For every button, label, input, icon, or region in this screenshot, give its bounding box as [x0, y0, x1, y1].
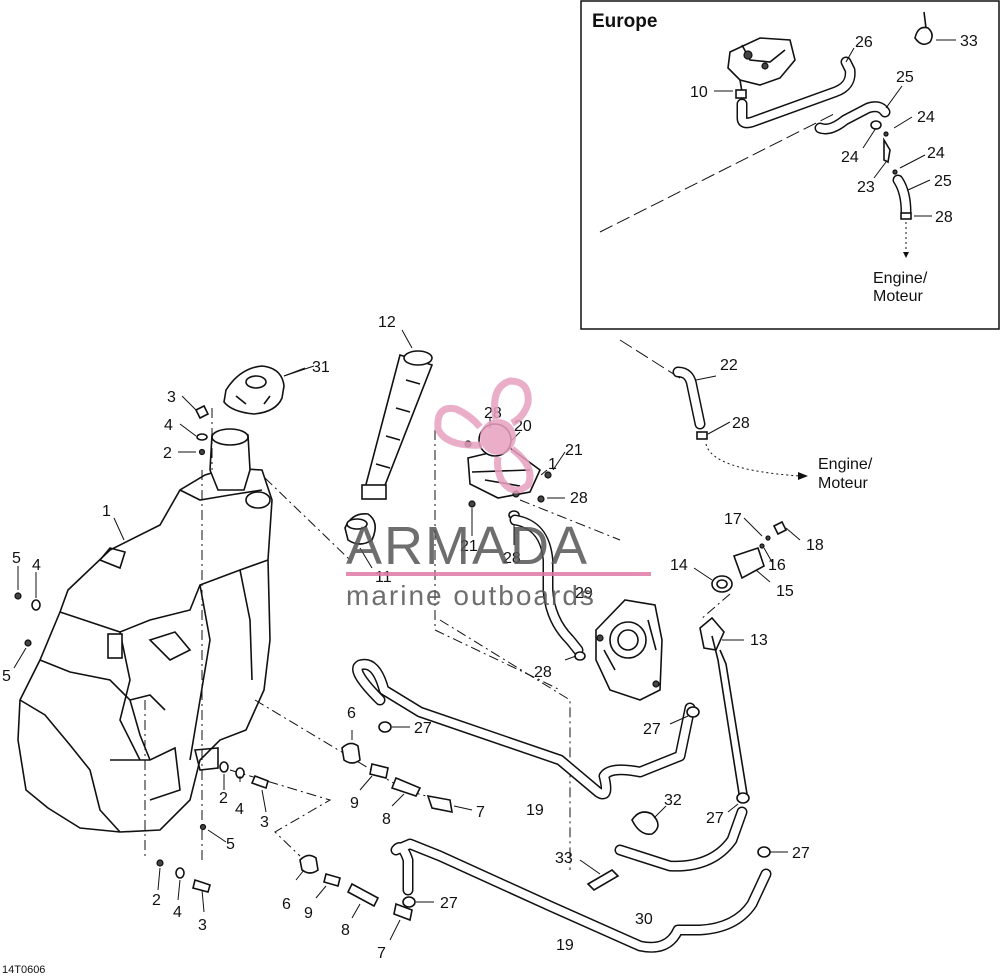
inset-callout-10: 10 [690, 84, 708, 101]
callout-28c: 28 [503, 550, 521, 567]
callout-15: 15 [776, 583, 794, 600]
figure-code: 14T0606 [2, 964, 45, 976]
callout-5a: 5 [12, 550, 21, 567]
inset-callout-23: 23 [857, 179, 875, 196]
inset-callout-25a: 25 [896, 69, 914, 86]
callout-7b: 7 [377, 945, 386, 962]
callout-9a: 9 [350, 795, 359, 812]
callout-21a: 21 [565, 442, 583, 459]
throttle-body [595, 599, 663, 701]
inset-fuel-pump [727, 37, 796, 99]
callout-8b: 8 [341, 922, 350, 939]
inset-callout-25b: 25 [934, 173, 952, 190]
callout-2c: 2 [152, 892, 161, 909]
europe-inset: Europe Engine/ Moteur [580, 0, 1000, 330]
callout-19a: 19 [526, 802, 544, 819]
callout-27d: 27 [792, 845, 810, 862]
callout-3a: 3 [167, 389, 176, 406]
main-engine-label-2: Moteur [818, 475, 868, 492]
callout-30: 30 [635, 911, 653, 928]
fuel-hoses [352, 366, 808, 953]
callout-16: 16 [768, 557, 786, 574]
tank-fasteners [14, 404, 269, 893]
main-engine-label-1: Engine/ [818, 456, 873, 473]
inset-callout-24b: 24 [841, 149, 859, 166]
callout-5c: 5 [226, 836, 235, 853]
callout-4c: 4 [235, 801, 244, 818]
hose-clamps [378, 706, 788, 908]
inset-callout-24c: 24 [927, 145, 945, 162]
callout-18: 18 [806, 537, 824, 554]
callout-8a: 8 [382, 811, 391, 828]
callout-2b: 2 [219, 790, 228, 807]
callout-3b: 3 [260, 814, 269, 831]
callout-12: 12 [378, 314, 396, 331]
callout-28e: 28 [732, 415, 750, 432]
callout-27a: 27 [414, 720, 432, 737]
callout-27e: 27 [440, 895, 458, 912]
callout-27b: 27 [643, 721, 661, 738]
armada-propeller-logo [434, 377, 534, 494]
cap-assembly [693, 517, 801, 621]
inset-title: Europe [592, 11, 657, 32]
watermark-brand: ARMADA [346, 516, 589, 576]
callout-28b: 28 [570, 490, 588, 507]
callout-21b: 21 [460, 538, 478, 555]
inset-engine-label-1: Engine/ [873, 270, 928, 287]
callout-5b: 5 [2, 668, 11, 685]
callout-9b: 9 [304, 905, 313, 922]
armada-watermark: ARMADA marine outboards [346, 377, 651, 611]
callout-28d: 28 [534, 664, 552, 681]
callout-27c: 27 [706, 810, 724, 827]
callout-14: 14 [670, 557, 688, 574]
callout-22: 22 [720, 357, 738, 374]
watermark-underline [346, 572, 651, 576]
callout-29: 29 [575, 585, 593, 602]
callout-31: 31 [312, 359, 330, 376]
callout-4d: 4 [173, 904, 182, 921]
callout-1: 1 [102, 503, 111, 520]
callout-labels: 1 31 3 4 2 5 4 5 2 4 3 5 2 4 3 12 11 28 … [2, 314, 873, 962]
callout-4b: 4 [32, 557, 41, 574]
callout-13: 13 [750, 632, 768, 649]
vent-valve [699, 616, 749, 801]
fuel-tank [17, 428, 273, 833]
watermark-tagline: marine outboards [346, 580, 596, 611]
filler-tube [344, 329, 434, 569]
callout-6b: 6 [282, 896, 291, 913]
drain-fittings [295, 730, 473, 941]
callout-7a: 7 [476, 804, 485, 821]
callout-4a: 4 [164, 417, 173, 434]
callout-19b: 19 [556, 937, 574, 954]
inset-callout-33: 33 [960, 33, 978, 50]
inset-callout-26: 26 [855, 34, 873, 51]
inset-engine-label-2: Moteur [873, 288, 923, 305]
callout-2a: 2 [163, 445, 172, 462]
callout-1b: 1 [548, 456, 557, 473]
callout-6a: 6 [347, 705, 356, 722]
callout-32: 32 [664, 792, 682, 809]
inset-callout-28: 28 [935, 209, 953, 226]
callout-17: 17 [724, 511, 742, 528]
callout-33: 33 [555, 850, 573, 867]
callout-3c: 3 [198, 917, 207, 934]
inset-callout-24a: 24 [917, 109, 935, 126]
